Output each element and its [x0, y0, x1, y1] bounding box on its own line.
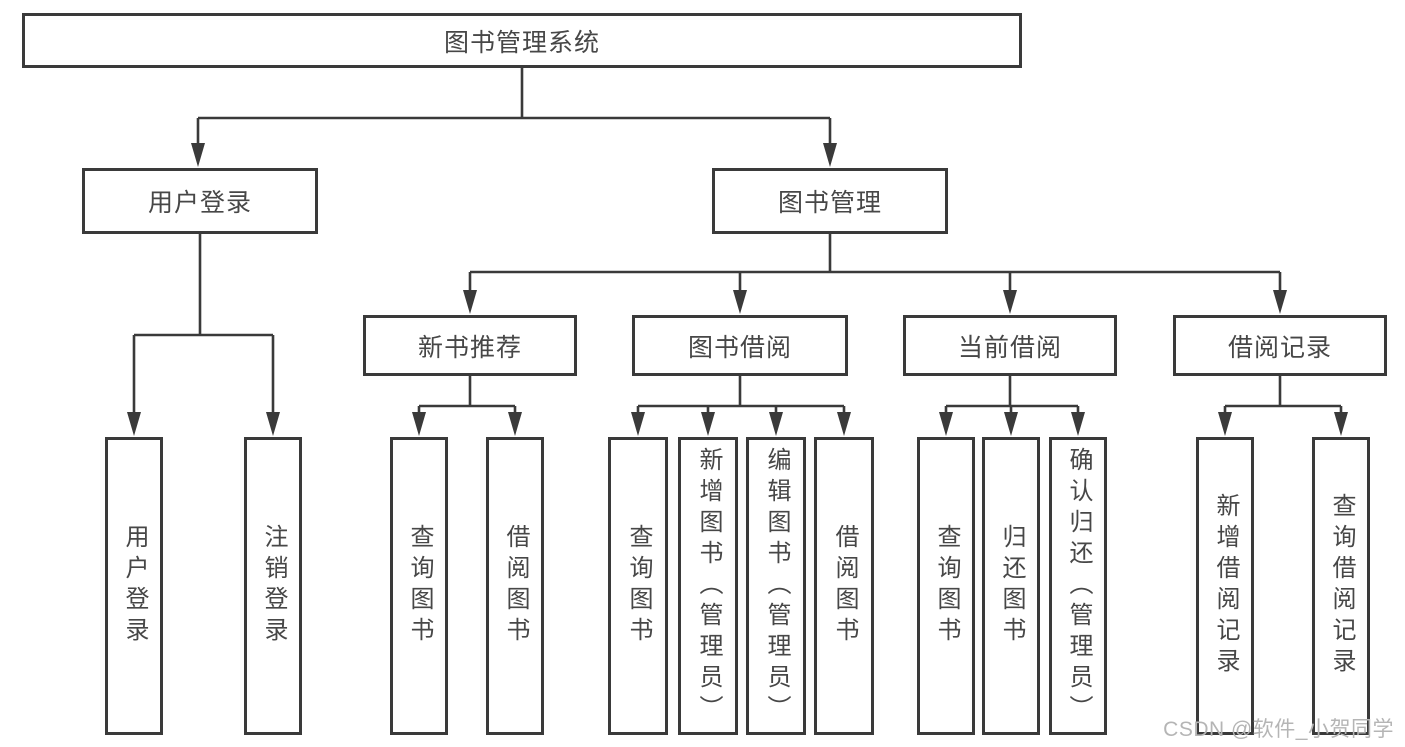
leaf-label: 新增图书（管理员） — [695, 446, 722, 726]
leaf-query-books-current: 查询图书 — [917, 437, 975, 735]
leaf-add-borrow-record: 新增借阅记录 — [1196, 437, 1254, 735]
leaf-label: 归还图书 — [998, 524, 1025, 648]
leaf-query-books-borrow: 查询图书 — [608, 437, 668, 735]
leaf-query-borrow-record: 查询借阅记录 — [1312, 437, 1370, 735]
leaf-label: 借阅图书 — [831, 524, 858, 648]
node-label: 图书管理 — [777, 189, 882, 217]
leaf-label: 确认归还（管理员） — [1065, 446, 1092, 726]
leaf-label: 查询图书 — [933, 524, 960, 648]
leaf-add-books-admin: 新增图书（管理员） — [678, 437, 738, 735]
node-label: 图书管理系统 — [443, 28, 600, 57]
leaf-label: 查询借阅记录 — [1328, 493, 1355, 679]
leaf-label: 借阅图书 — [502, 524, 529, 648]
node-label: 借阅记录 — [1227, 333, 1332, 362]
csdn-watermark: CSDN @软件_小贺同学 — [1163, 718, 1394, 741]
node-borrow-records: 借阅记录 — [1173, 315, 1387, 376]
leaf-return-books: 归还图书 — [982, 437, 1040, 735]
leaf-label: 查询图书 — [406, 524, 433, 648]
node-label: 新书推荐 — [417, 333, 522, 362]
leaf-borrow-books: 借阅图书 — [814, 437, 874, 735]
node-label: 当前借阅 — [957, 333, 1062, 362]
leaf-label: 用户登录 — [121, 524, 148, 648]
leaf-label: 注销登录 — [260, 524, 287, 648]
leaf-confirm-return-admin: 确认归还（管理员） — [1049, 437, 1107, 735]
leaf-user-login: 用户登录 — [105, 437, 163, 735]
leaf-logout: 注销登录 — [244, 437, 302, 735]
leaf-label: 查询图书 — [625, 524, 652, 648]
leaf-label: 编辑图书（管理员） — [763, 446, 790, 726]
node-label: 图书借阅 — [687, 333, 792, 362]
node-current-borrow: 当前借阅 — [903, 315, 1117, 376]
leaf-edit-books-admin: 编辑图书（管理员） — [746, 437, 806, 735]
node-new-book-recommend: 新书推荐 — [363, 315, 577, 376]
node-book-management: 图书管理 — [712, 168, 948, 234]
node-user-login: 用户登录 — [82, 168, 318, 234]
leaf-query-books-recommend: 查询图书 — [390, 437, 448, 735]
node-book-borrow: 图书借阅 — [632, 315, 848, 376]
leaf-label: 新增借阅记录 — [1212, 493, 1239, 679]
leaf-borrow-books-recommend: 借阅图书 — [486, 437, 544, 735]
node-library-system: 图书管理系统 — [22, 13, 1022, 68]
node-label: 用户登录 — [147, 189, 252, 217]
